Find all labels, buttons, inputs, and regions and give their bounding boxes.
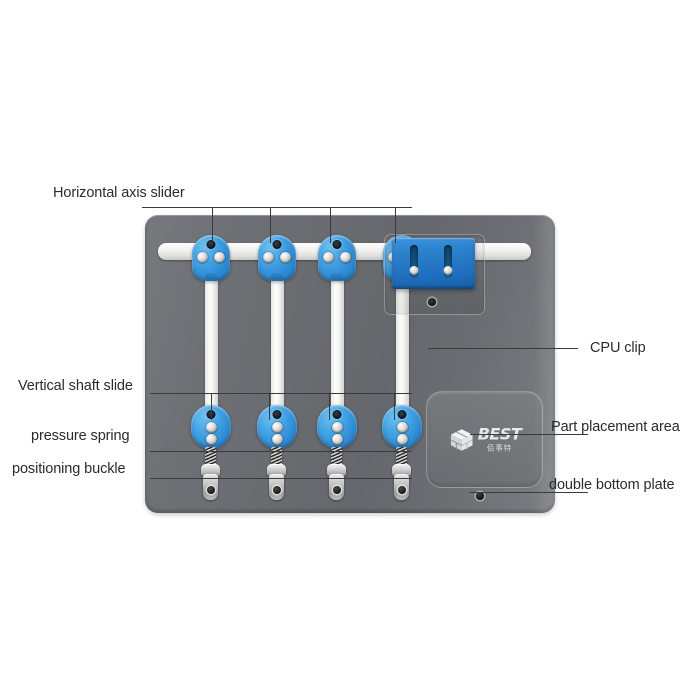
slider-hole-icon bbox=[332, 410, 342, 419]
slider-hole-icon bbox=[397, 410, 407, 419]
positioning-buckle-2[interactable] bbox=[267, 464, 286, 500]
screw-icon bbox=[271, 422, 283, 433]
leader-line-pressure-spring bbox=[150, 451, 412, 452]
positioning-buckle-1[interactable] bbox=[201, 464, 220, 500]
double-bottom-plate: BEST 佰事特 bbox=[145, 215, 555, 513]
vertical-shaft-3 bbox=[331, 261, 344, 431]
screw-icon bbox=[205, 434, 217, 445]
label-horizontal-axis-slider: Horizontal axis slider bbox=[53, 185, 185, 201]
horizontal-axis-slider-3[interactable] bbox=[318, 235, 356, 281]
leader-line-horizontal-slider bbox=[142, 207, 412, 208]
logo-wordmark: BEST 佰事特 bbox=[478, 426, 522, 453]
horizontal-axis-slider-2[interactable] bbox=[258, 235, 296, 281]
clip-slot-left bbox=[409, 245, 419, 278]
bottom-plate-hole bbox=[476, 492, 484, 500]
leader-drop-2 bbox=[270, 207, 271, 243]
buckle-tab bbox=[201, 464, 220, 476]
screw-icon bbox=[323, 252, 334, 263]
brand-subtext: 佰事特 bbox=[486, 443, 513, 453]
buckle-pin-icon bbox=[397, 486, 406, 494]
vertical-shaft-slide-3[interactable] bbox=[317, 405, 357, 449]
positioning-buckle-3[interactable] bbox=[327, 464, 346, 500]
horizontal-axis-slider-1[interactable] bbox=[192, 235, 230, 281]
part-placement-area[interactable]: BEST 佰事特 bbox=[426, 391, 543, 488]
cube-icon bbox=[450, 428, 473, 451]
leader-drop-6 bbox=[269, 393, 270, 420]
label-part-placement-area: Part placement area bbox=[551, 419, 680, 435]
buckle-pin-icon bbox=[272, 486, 281, 494]
screw-icon bbox=[396, 434, 408, 445]
vertical-shaft-slide-2[interactable] bbox=[257, 405, 297, 449]
vertical-shaft-4 bbox=[396, 261, 409, 431]
slider-hole-icon bbox=[206, 240, 216, 249]
pressure-spring-2 bbox=[271, 447, 282, 469]
screw-icon bbox=[331, 422, 343, 433]
clip-slot-right bbox=[443, 245, 453, 278]
label-positioning-buckle: positioning buckle bbox=[12, 461, 126, 477]
best-logo: BEST 佰事特 bbox=[448, 426, 522, 453]
screw-icon bbox=[197, 252, 208, 263]
slider-foot bbox=[205, 273, 217, 279]
cpu-clip[interactable] bbox=[392, 238, 475, 289]
leader-line-double-bottom-plate bbox=[470, 492, 588, 493]
vertical-shaft-2 bbox=[271, 261, 284, 431]
pressure-spring-3 bbox=[331, 447, 342, 469]
leader-line-vertical-slide bbox=[150, 393, 412, 394]
screw-icon bbox=[331, 434, 343, 445]
label-cpu-clip: CPU clip bbox=[590, 340, 646, 356]
label-pressure-spring: pressure spring bbox=[31, 428, 130, 444]
screw-icon bbox=[396, 422, 408, 433]
cpu-clip-anchor-hole bbox=[428, 298, 436, 306]
buckle-pin-icon bbox=[332, 486, 341, 494]
screw-icon bbox=[214, 252, 225, 263]
clip-knob-icon bbox=[409, 266, 419, 275]
screw-icon bbox=[205, 422, 217, 433]
buckle-tab bbox=[392, 464, 411, 476]
pressure-spring-1 bbox=[205, 447, 216, 469]
slider-hole-icon bbox=[272, 410, 282, 419]
leader-drop-8 bbox=[394, 393, 395, 420]
leader-drop-3 bbox=[330, 207, 331, 243]
vertical-shaft-1 bbox=[205, 261, 218, 431]
leader-drop-5 bbox=[211, 393, 212, 420]
pressure-spring-4 bbox=[396, 447, 407, 469]
screw-icon bbox=[271, 434, 283, 445]
buckle-tab bbox=[267, 464, 286, 476]
leader-drop-4 bbox=[395, 207, 396, 243]
buckle-pin-icon bbox=[206, 486, 215, 494]
leader-line-cpu-clip bbox=[428, 348, 578, 349]
buckle-tab bbox=[327, 464, 346, 476]
label-double-bottom-plate: double bottom plate bbox=[549, 477, 675, 493]
slider-foot bbox=[271, 273, 283, 279]
leader-line-positioning-buckle bbox=[150, 478, 412, 479]
slider-hole-icon bbox=[332, 240, 342, 249]
slider-foot bbox=[331, 273, 343, 279]
label-vertical-shaft-slide: Vertical shaft slide bbox=[18, 378, 133, 394]
leader-drop-7 bbox=[329, 393, 330, 420]
slider-hole-icon bbox=[272, 240, 282, 249]
screw-icon bbox=[340, 252, 351, 263]
leader-drop-1 bbox=[212, 207, 213, 243]
leader-line-part-placement bbox=[470, 434, 588, 435]
positioning-buckle-4[interactable] bbox=[392, 464, 411, 500]
screw-icon bbox=[280, 252, 291, 263]
vertical-shaft-slide-4[interactable] bbox=[382, 405, 422, 449]
screw-icon bbox=[263, 252, 274, 263]
clip-knob-icon bbox=[443, 266, 453, 275]
